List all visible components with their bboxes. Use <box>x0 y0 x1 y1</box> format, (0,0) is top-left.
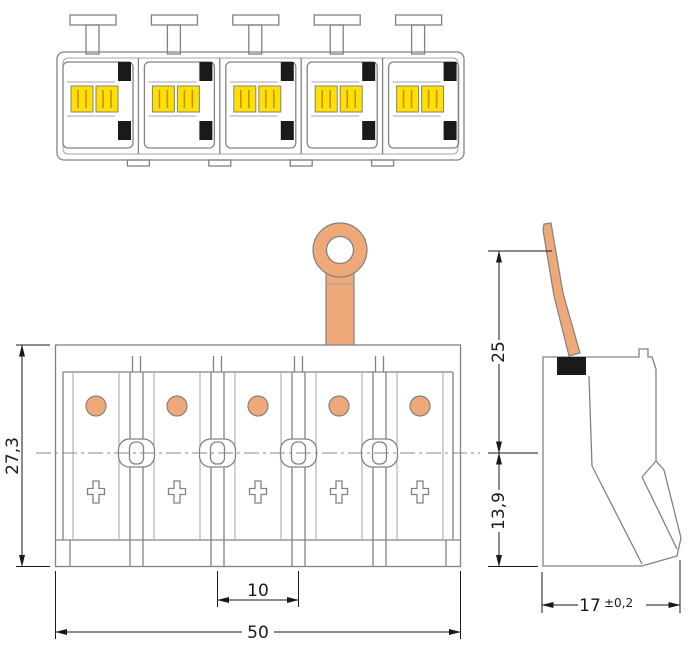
dim-width: 50 <box>55 571 461 643</box>
terminal-cell-top <box>143 14 216 149</box>
terminal-cell-top <box>387 14 460 149</box>
dim-depth-label: 17 <box>579 596 601 616</box>
dim-upper-label: 25 <box>489 341 509 363</box>
dim-depth: 17 ±0,2 <box>541 560 681 616</box>
ring-terminal-lug <box>312 222 368 347</box>
dim-height-label: 27,3 <box>3 437 23 475</box>
terminal-cell-top <box>225 14 297 149</box>
dim-width-label: 50 <box>247 623 269 643</box>
side-view <box>542 222 682 567</box>
top-view <box>56 14 465 167</box>
dim-depth-tolerance-label: ±0,2 <box>604 596 633 610</box>
clamping-spring-wire <box>542 222 581 357</box>
terminal-cell-top <box>62 14 134 149</box>
dim-pitch-label: 10 <box>247 581 269 601</box>
dim-lower: 13,9 <box>488 452 538 567</box>
dim-upper: 25 <box>488 250 552 454</box>
front-view <box>54 344 462 568</box>
dim-lower-label: 13,9 <box>489 492 509 530</box>
terminal-cell-top <box>306 14 379 149</box>
dim-height: 27,3 <box>3 344 50 567</box>
dim-pitch: 10 <box>217 571 299 607</box>
